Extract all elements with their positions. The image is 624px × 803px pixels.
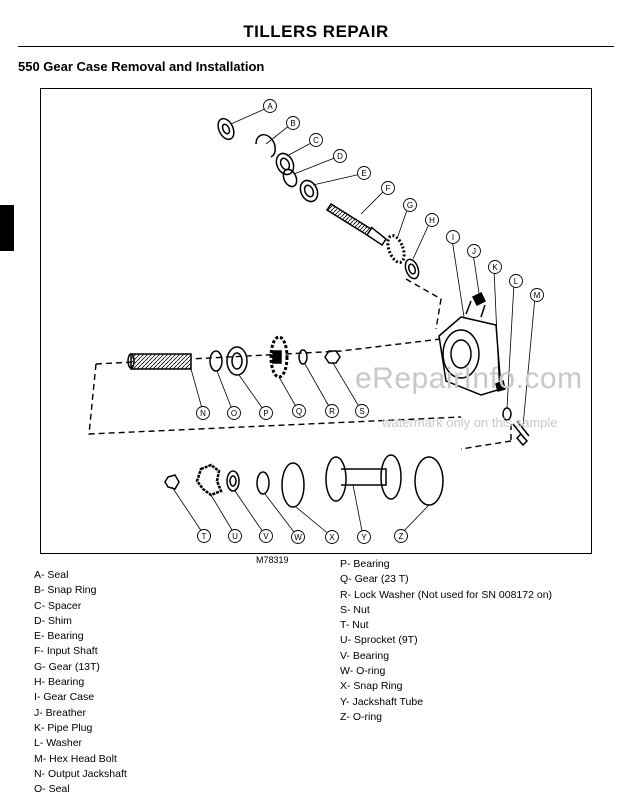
upper-input-parts	[217, 117, 420, 280]
callout-d: D	[337, 152, 343, 161]
callout-f: F	[386, 184, 391, 193]
part-m-hex-head-bolt	[512, 420, 530, 447]
legend-item: M- Hex Head Bolt	[34, 752, 117, 765]
callout-circles	[196, 99, 544, 544]
part-q-gear	[269, 335, 289, 379]
legend-item: Q- Gear (23 T)	[340, 573, 409, 586]
part-f-input-shaft	[325, 202, 388, 247]
output-parts	[127, 335, 341, 379]
part-x-snap-ring	[281, 462, 305, 508]
part-v-bearing	[226, 470, 240, 492]
part-d-shim	[282, 168, 298, 188]
part-o-seal	[209, 350, 223, 372]
watermark-site: eRepairInfo.com	[355, 362, 583, 395]
legend-item: Z- O-ring	[340, 710, 382, 723]
legend-left: A- Seal B- Snap Ring C- Spacer D- Shim E…	[34, 568, 127, 797]
callout-i: I	[452, 233, 454, 242]
callout-g: G	[407, 201, 413, 210]
callout-n: N	[200, 409, 206, 418]
legend-item: D- Shim	[34, 614, 72, 627]
legend-item: X- Snap Ring	[340, 680, 403, 693]
legend-item: N- Output Jackshaft	[34, 767, 127, 780]
legend-item: O- Seal	[34, 783, 70, 796]
legend-item: J- Breather	[34, 706, 86, 719]
part-w-o-ring	[256, 471, 270, 495]
callout-w: W	[294, 533, 302, 542]
part-n-output-jackshaft	[130, 353, 192, 370]
part-u-sprocket	[195, 463, 223, 497]
legend-item: A- Seal	[34, 569, 69, 581]
callout-x: X	[329, 533, 335, 542]
part-s-nut	[324, 350, 341, 364]
callout-c: C	[313, 136, 319, 145]
legend-item: U- Sprocket (9T)	[340, 634, 418, 647]
callout-l: L	[514, 277, 519, 286]
exploded-view-drawing: A B C D E F G H I J K L M N O P Q R S T …	[88, 99, 544, 544]
page-header-title: TILLERS REPAIR	[243, 22, 389, 41]
callout-letters: A B C D E F G H I J K L M N O P Q R S T …	[200, 102, 541, 542]
legend-item: S- Nut	[340, 603, 370, 616]
legend-item: H- Bearing	[34, 676, 85, 689]
legend-item: R- Lock Washer (Not used for SN 008172 o…	[340, 588, 553, 601]
exploded-view-figure: A B C D E F G H I J K L M N O P Q R S T …	[40, 88, 592, 554]
section-title: 550 Gear Case Removal and Installation	[18, 59, 265, 74]
legend-item: F- Input Shaft	[34, 645, 98, 658]
callout-b: B	[290, 119, 295, 128]
part-r-lock-washer	[298, 349, 308, 365]
callout-u: U	[232, 532, 238, 541]
legend-item: L- Washer	[34, 737, 83, 750]
legend-item: T- Nut	[340, 619, 369, 632]
part-e-bearing	[299, 179, 319, 203]
callout-leaders	[171, 107, 536, 537]
callout-a: A	[267, 102, 273, 111]
legend-item: E- Bearing	[34, 630, 84, 643]
legend-item: B- Snap Ring	[34, 584, 97, 597]
legend-item: G- Gear (13T)	[34, 660, 100, 673]
part-p-bearing	[226, 346, 248, 376]
part-h-bearing	[404, 258, 420, 280]
callout-y: Y	[361, 533, 367, 542]
callout-z: Z	[399, 532, 404, 541]
legend-right: P- Bearing Q- Gear (23 T) R- Lock Washer…	[340, 557, 552, 725]
callout-o: O	[231, 409, 237, 418]
part-t-nut	[164, 474, 180, 490]
legend-item: Y- Jackshaft Tube	[340, 695, 424, 708]
legend-item: I- Gear Case	[34, 691, 95, 704]
callout-m: M	[534, 291, 541, 300]
part-y-jackshaft-tube	[325, 454, 402, 502]
legend-item: C- Spacer	[34, 599, 82, 612]
legend-item: W- O-ring	[340, 665, 386, 678]
callout-e: E	[361, 169, 366, 178]
watermark-note: watermark only on this sample	[382, 415, 558, 430]
part-k-pipe-plug	[495, 379, 506, 392]
part-b-snap-ring	[255, 134, 276, 158]
callout-j: J	[472, 247, 476, 256]
callout-k: K	[492, 263, 498, 272]
part-a-seal	[217, 117, 235, 141]
callout-p: P	[263, 409, 268, 418]
callout-v: V	[263, 532, 269, 541]
callout-t: T	[202, 532, 207, 541]
legend-item: P- Bearing	[340, 558, 390, 570]
part-z-o-ring	[414, 456, 444, 506]
callout-r: R	[329, 407, 335, 416]
header-rule	[18, 46, 614, 47]
gear-case-assembly	[438, 291, 530, 447]
part-g-gear	[386, 234, 406, 264]
legend-item: K- Pipe Plug	[34, 721, 93, 734]
part-j-breather	[471, 291, 487, 307]
callout-q: Q	[296, 407, 302, 416]
callout-s: S	[359, 407, 364, 416]
tube-parts	[164, 454, 444, 508]
thumb-index-tab	[0, 205, 14, 251]
legend-item: V- Bearing	[340, 649, 390, 662]
figure-code: M78319	[256, 555, 289, 565]
callout-h: H	[429, 216, 435, 225]
